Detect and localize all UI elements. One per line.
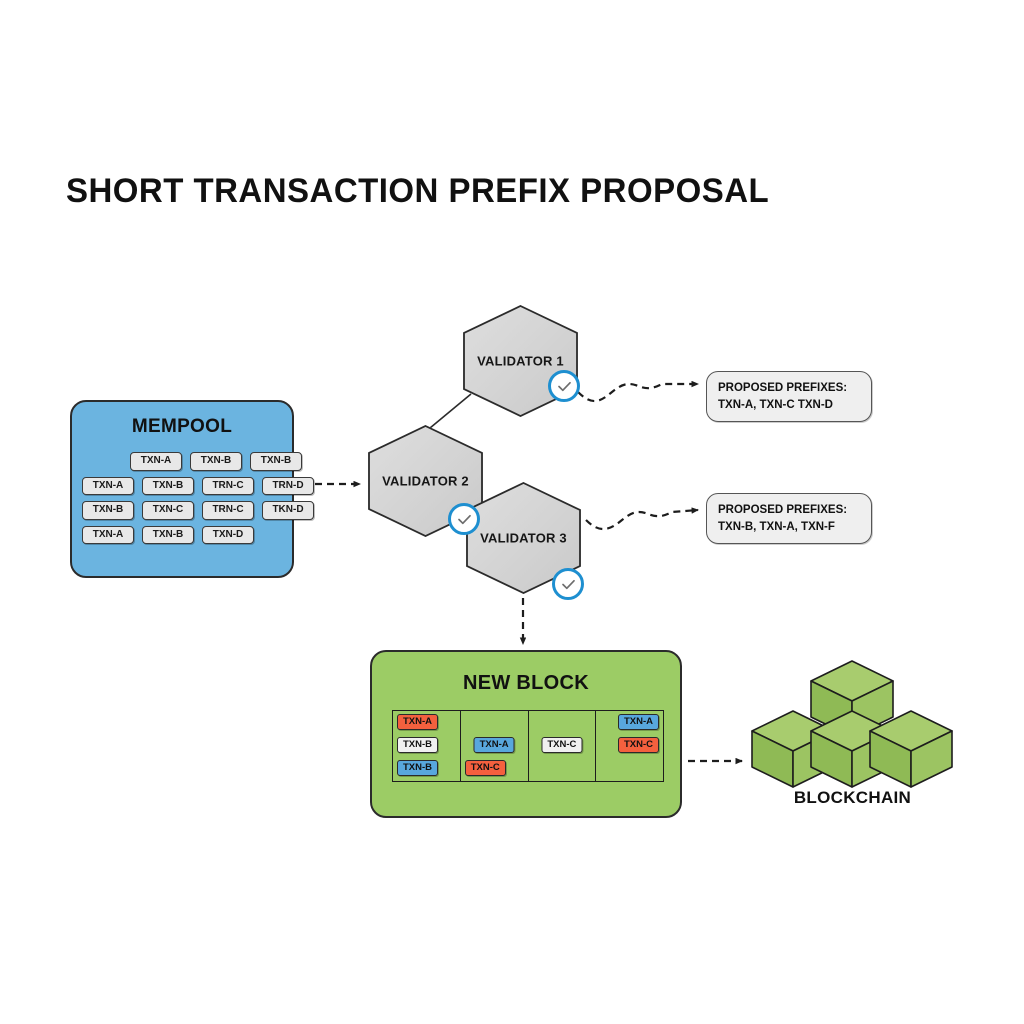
block-chip: TXN-C [617,737,659,753]
mempool-row: TXN-B TXN-C TRN-C TKN-D [82,501,314,520]
block-chip: TXN-C [541,737,583,753]
check-icon [448,503,480,535]
block-cell: TXN-A TXN-C [461,711,529,781]
page-title: SHORT TRANSACTION PREFIX PROPOSAL [66,172,770,210]
mempool-chip: TXN-B [82,501,134,520]
validator-3-label: VALIDATOR 3 [480,530,567,546]
block-cell: TXN-A TXN-B TXN-B [393,711,461,781]
block-chip: TXN-B [397,737,439,753]
hexagon-outline [463,305,578,417]
mempool-chip: TXN-A [130,452,182,471]
mempool-chip: TXN-B [190,452,242,471]
hexagon-outline [368,425,483,537]
block-chip: TXN-A [397,714,439,730]
mempool-chip: TRN-C [202,476,254,495]
mempool-chip: TXN-B [142,476,194,495]
mempool-row: TXN-A TXN-B TXN-D [82,525,282,544]
blockchain-group: BLOCKCHAIN [745,655,960,830]
block-chip: TXN-A [473,737,515,753]
new-block-panel: NEW BLOCK TXN-A TXN-B TXN-B TXN-A TXN-C … [370,650,682,818]
mempool-chip: TXN-A [82,476,134,495]
new-block-title: NEW BLOCK [462,672,590,694]
arrow-validator1-to-callout1 [577,380,699,403]
new-block-cells: TXN-A TXN-B TXN-B TXN-A TXN-C TXN-C TXN-… [392,710,664,782]
mempool-chip: TXN-C [142,501,194,520]
callout-heading: PROPOSED PREFIXES: [718,382,848,394]
block-chip: TXN-C [464,760,506,776]
callout-prefixes: TXN-A, TXN-C TXN-D [718,398,833,411]
mempool-chip: TXN-D [202,525,254,544]
proposed-prefixes-callout-2: PROPOSED PREFIXES: TXN-B, TXN-A, TXN-F [706,493,872,545]
validator-1-label: VALIDATOR 1 [477,353,564,369]
mempool-chip: TXN-B [250,452,302,471]
mempool-chip: TXN-B [142,525,194,544]
block-cell: TXN-A TXN-C [596,711,663,781]
mempool-row: TXN-A TXN-B TRN-C TRN-D [82,476,314,495]
blockchain-cubes-icon [751,660,953,788]
mempool-chip: TRN-D [262,476,314,495]
callout-prefixes: TXN-B, TXN-A, TXN-F [718,520,835,533]
cube [869,710,953,788]
mempool-panel: MEMPOOL TXN-A TXN-B TXN-B TXN-A TXN-B TR… [70,400,314,578]
proposed-prefixes-callout-1: PROPOSED PREFIXES: TXN-A, TXN-C TXN-D [706,371,872,423]
mempool-chip: TXN-A [82,525,134,544]
check-icon [552,568,584,600]
mempool-row: TXN-A TXN-B TXN-B [82,452,302,471]
arrow-validator2-to-callout2 [585,507,699,531]
validator-2-label: VALIDATOR 2 [382,473,469,489]
check-icon [548,370,580,402]
mempool-title: MEMPOOL [131,416,233,437]
block-chip: TXN-A [617,714,659,730]
callout-heading: PROPOSED PREFIXES: [718,504,848,516]
mempool-chip: TKN-D [262,501,314,520]
block-chip: TXN-B [397,760,439,776]
mempool-chip: TRN-C [202,501,254,520]
blockchain-label: BLOCKCHAIN [793,788,912,807]
block-cell: TXN-C [529,711,597,781]
mempool-chip-grid: TXN-A TXN-B TXN-B TXN-A TXN-B TRN-C TRN-… [82,452,314,550]
